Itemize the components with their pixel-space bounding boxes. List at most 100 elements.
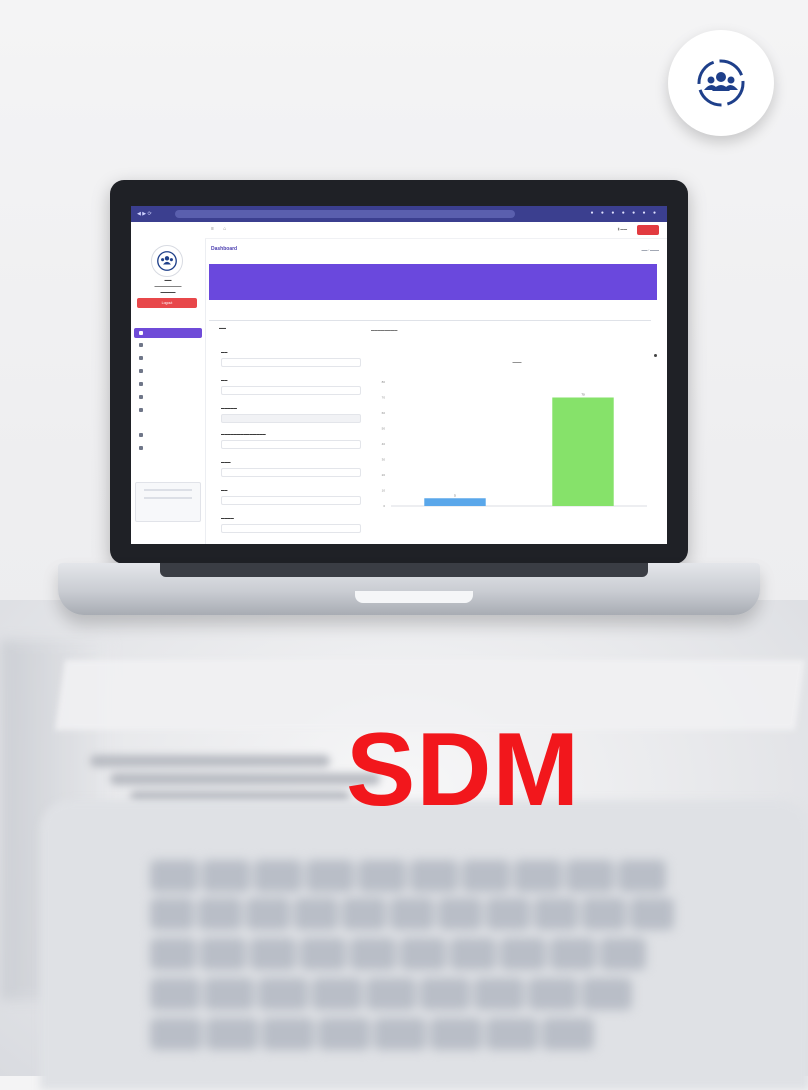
background-key: [542, 1018, 594, 1050]
browser-nav-icons[interactable]: ◀ ▶ ⟳: [137, 211, 152, 217]
background-key: [450, 938, 496, 970]
background-key: [390, 898, 434, 930]
menu-toggle-icon[interactable]: ≡ ⌂: [211, 226, 231, 232]
app-topbar: ≡ ⌂ ▮ ▬▬: [205, 222, 667, 239]
filter-select[interactable]: [221, 468, 361, 477]
background-key: [250, 938, 296, 970]
menu-icon: [139, 369, 143, 373]
background-key: [366, 978, 416, 1010]
menu-icon: [139, 408, 143, 412]
filter-label: ▬▬▬▬▬: [221, 406, 237, 410]
background-key: [206, 1018, 258, 1050]
background-key: [600, 938, 646, 970]
menu-icon: [139, 382, 143, 386]
background-key: [358, 860, 406, 892]
menu-icon: [139, 433, 143, 437]
background-key: [294, 898, 338, 930]
background-key: [204, 978, 254, 1010]
filter-label: ▬▬▬: [221, 460, 231, 464]
background-key: [200, 938, 246, 970]
background-key: [202, 860, 250, 892]
laptop-screen: ◀ ▶ ⟳ ● ● ● ● ● ● ● ▬▬ ▬▬▬▬▬▬▬▬▬ ▬▬▬▬▬ L…: [131, 206, 667, 544]
background-key: [514, 860, 562, 892]
background-key: [462, 860, 510, 892]
background-key: [486, 898, 530, 930]
chart-subtitle: ▬▬▬: [512, 360, 522, 364]
sidebar-item[interactable]: [134, 379, 202, 389]
background-key: [246, 898, 290, 930]
sidebar-item[interactable]: [134, 366, 202, 376]
background-key: [550, 938, 596, 970]
y-tick-label: 50: [382, 427, 386, 431]
sidebar-card-line: [144, 489, 192, 491]
headline: SDM: [346, 712, 581, 828]
sidebar-item-dashboard[interactable]: [134, 328, 202, 338]
background-key: [438, 898, 482, 930]
background-key: [258, 978, 308, 1010]
sidebar-info-card: [135, 482, 201, 522]
background-key: [374, 1018, 426, 1050]
sidebar: ▬▬ ▬▬▬▬▬▬▬▬▬ ▬▬▬▬▬ Logout: [131, 222, 206, 544]
filter-input[interactable]: [221, 414, 361, 423]
y-tick-label: 60: [382, 411, 386, 415]
filter-select[interactable]: [221, 440, 361, 449]
people-group-icon: [157, 251, 177, 271]
filter-select[interactable]: [221, 358, 361, 367]
background-keyboard: [150, 860, 674, 1080]
logo-badge: [668, 30, 774, 136]
sidebar-item[interactable]: [134, 340, 202, 350]
bar-value-label: 70: [581, 393, 585, 397]
browser-toolbar: ◀ ▶ ⟳ ● ● ● ● ● ● ●: [131, 206, 667, 222]
y-tick-label: 0: [383, 504, 385, 508]
y-tick-label: 70: [382, 396, 386, 400]
background-key: [566, 860, 614, 892]
filter-section-label: ▬▬: [219, 326, 226, 330]
chart-bar[interactable]: [552, 397, 614, 507]
menu-icon: [139, 446, 143, 450]
logout-button[interactable]: Logout: [137, 298, 197, 308]
sidebar-item[interactable]: [134, 405, 202, 415]
y-tick-label: 80: [382, 380, 386, 384]
background-key: [430, 1018, 482, 1050]
background-key: [262, 1018, 314, 1050]
graph-section-label: ▬▬▬▬▬▬▬▬: [371, 328, 398, 332]
background-key: [410, 860, 458, 892]
filter-label: ▬▬▬▬▬▬▬▬▬▬▬▬▬▬: [221, 432, 266, 436]
filter-label: ▬▬▬▬: [221, 516, 234, 520]
y-tick-label: 30: [382, 458, 386, 462]
background-key: [198, 898, 242, 930]
filter-select[interactable]: [221, 524, 361, 533]
sidebar-item[interactable]: [134, 353, 202, 363]
filter-select[interactable]: [221, 496, 361, 505]
y-tick-label: 10: [382, 489, 386, 493]
chart-bar[interactable]: [424, 498, 486, 506]
browser-extension-icons[interactable]: ● ● ● ● ● ● ●: [590, 210, 659, 216]
laptop-hinge: [160, 563, 648, 577]
filter-label: ▬▬: [221, 488, 228, 492]
background-key: [150, 860, 198, 892]
bar-value-label: 5: [454, 493, 456, 497]
background-key: [474, 978, 524, 1010]
background-key: [400, 938, 446, 970]
background-key: [486, 1018, 538, 1050]
address-bar[interactable]: [175, 210, 515, 218]
filter-label: ▬▬: [221, 378, 228, 382]
background-key: [582, 898, 626, 930]
background-key: [300, 938, 346, 970]
avatar: [151, 245, 183, 277]
people-group-icon: [697, 59, 745, 107]
chart-menu-icon[interactable]: [654, 354, 657, 357]
background-key: [318, 1018, 370, 1050]
background-key: [350, 938, 396, 970]
page-title: Dashboard: [211, 246, 238, 252]
sidebar-item[interactable]: [134, 443, 202, 453]
filter-select[interactable]: [221, 386, 361, 395]
breadcrumb[interactable]: ▬▬ / ▬▬▬: [641, 248, 659, 252]
menu-icon: [139, 395, 143, 399]
user-menu[interactable]: ▮ ▬▬: [617, 227, 627, 231]
sidebar-item[interactable]: [134, 430, 202, 440]
topbar-action-button[interactable]: [637, 225, 659, 235]
sidebar-item[interactable]: [134, 392, 202, 402]
